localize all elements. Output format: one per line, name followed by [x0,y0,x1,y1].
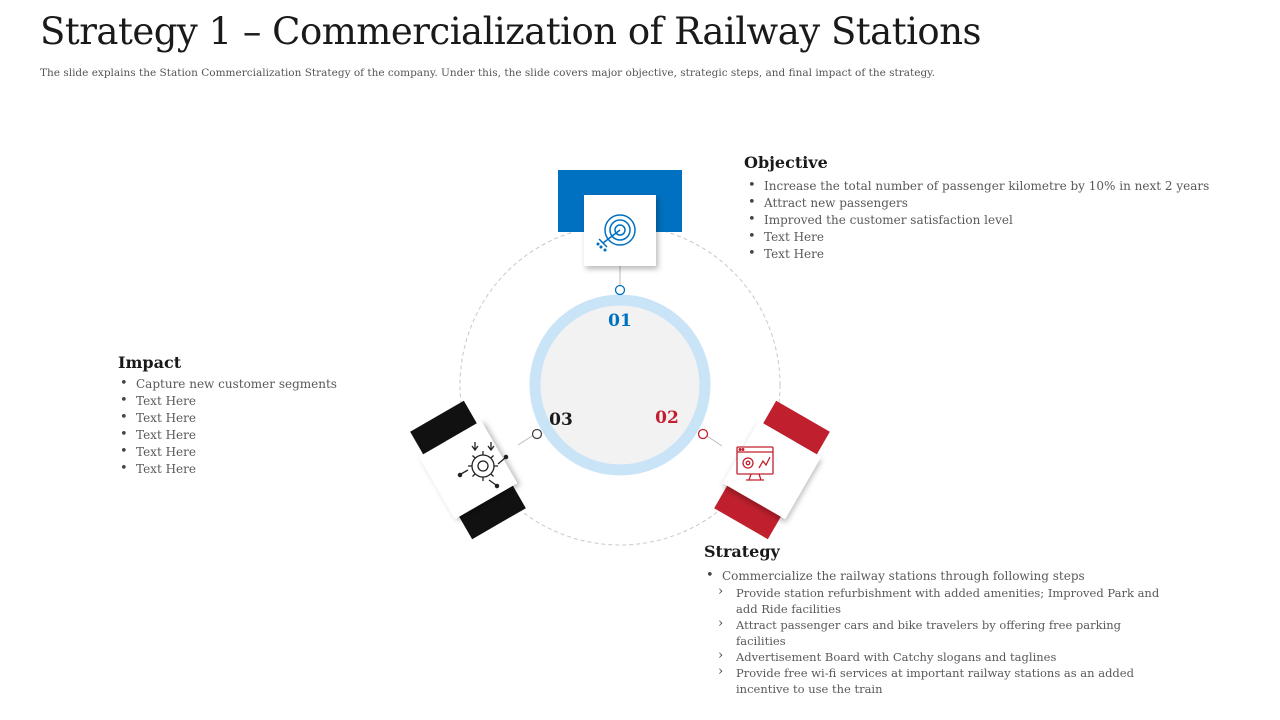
objective-node [558,170,682,266]
impact-bracket [410,400,526,540]
list-item: Text Here [746,245,1209,263]
list-item: Text Here [746,228,1209,246]
list-item: Advertisement Board with Catchy slogans … [704,648,1164,665]
list-item: Capture new customer segments [118,375,337,393]
list-item: Attract passenger cars and bike traveler… [704,616,1164,649]
list-item: Increase the total number of passenger k… [746,177,1209,195]
page-subtitle: The slide explains the Station Commercia… [40,67,936,79]
impact-node [410,400,526,540]
objective-bracket [558,170,682,232]
dot-objective [614,284,626,296]
strategy-bracket [714,400,830,540]
list-item: Text Here [118,426,337,444]
strategy-list: Commercialize the railway stations throu… [704,567,1164,697]
strategy-intro: Commercialize the railway stations throu… [722,569,1085,583]
page-title: Strategy 1 – Commercialization of Railwa… [40,10,982,53]
orbit-dashed-ring [459,224,781,546]
list-item: Text Here [118,443,337,461]
strategy-node [714,400,830,540]
list-item: Provide station refurbishment with added… [704,584,1164,617]
dot-impact [531,428,543,440]
dot-strategy [697,428,709,440]
objective-number: 01 [608,311,632,331]
strategy-heading: Strategy [704,542,780,561]
center-ring [529,294,711,476]
list-item: Commercialize the railway stations throu… [704,567,1164,585]
impact-heading: Impact [118,353,182,372]
strategy-steps: Provide station refurbishment with added… [704,584,1164,697]
list-item: Improved the customer satisfaction level [746,211,1209,229]
objective-list: Increase the total number of passenger k… [746,177,1209,263]
list-item: Provide free wi-fi services at important… [704,664,1164,697]
target-arrow-icon [596,214,636,252]
list-item: Text Here [118,392,337,410]
monitor-analytics-icon [736,446,774,481]
strategy-number: 02 [655,408,679,428]
gear-network-icon [457,442,509,489]
impact-card [418,420,518,520]
list-item: Text Here [118,460,337,478]
impact-number: 03 [549,410,573,430]
impact-list: Capture new customer segments Text Here … [118,375,337,478]
list-item: Attract new passengers [746,194,1209,212]
list-item: Text Here [118,409,337,427]
connector-impact [517,435,533,446]
connector-strategy [706,435,723,447]
objective-heading: Objective [744,153,828,172]
strategy-card [722,420,822,520]
strategy-steps-wrapper: Provide station refurbishment with added… [704,584,1164,697]
